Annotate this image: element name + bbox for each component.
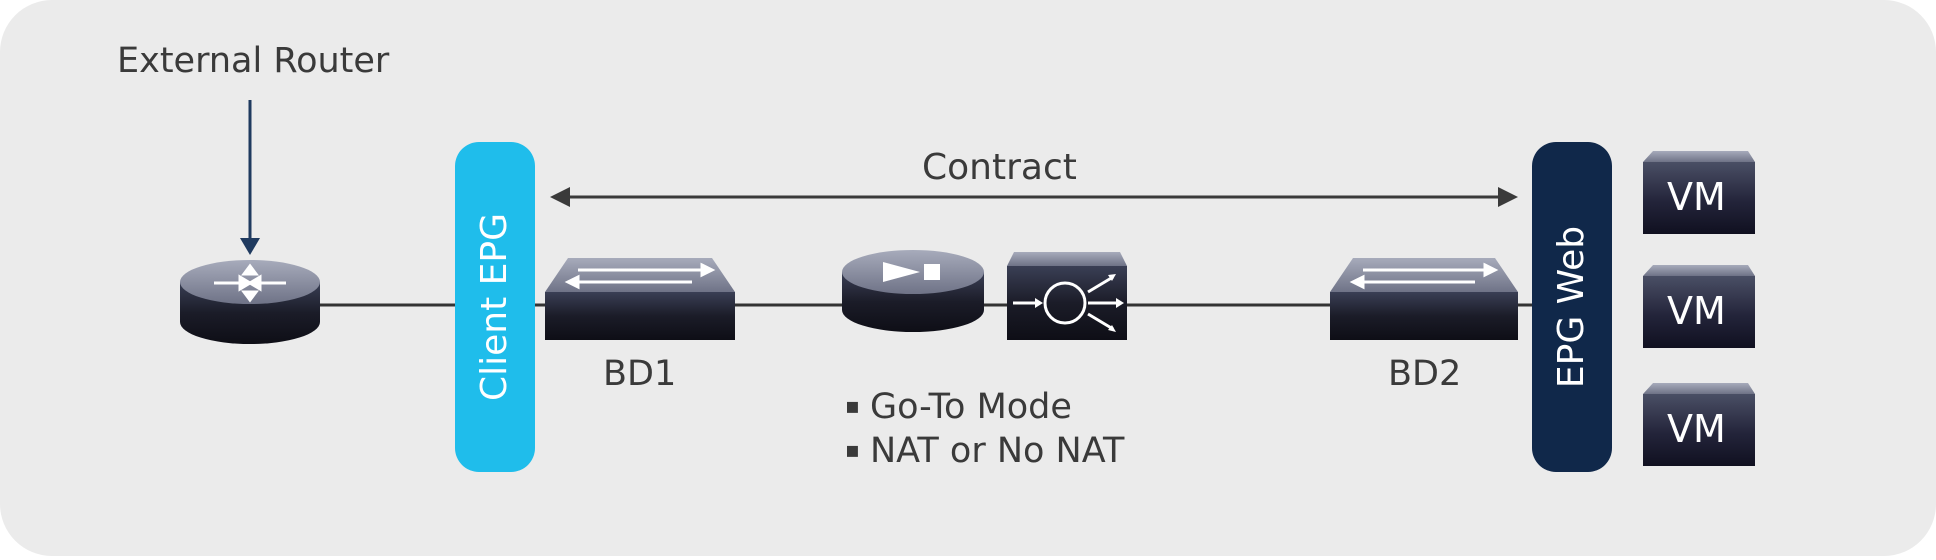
bullet-icon: ▪ bbox=[845, 394, 860, 419]
epg-web-bar bbox=[1532, 142, 1612, 472]
bullet-icon: ▪ bbox=[845, 438, 860, 463]
vm-label-3: VM bbox=[1667, 407, 1726, 451]
load-balancer-icon bbox=[1007, 252, 1127, 340]
contract-arrowhead-left bbox=[550, 187, 570, 207]
note-nat: NAT or No NAT bbox=[870, 431, 1125, 471]
contract-arrowhead-right bbox=[1498, 187, 1518, 207]
virtual-machine-icon-3 bbox=[1643, 383, 1755, 466]
external-router-label: External Router bbox=[117, 41, 390, 81]
note-item: ▪ Go-To Mode bbox=[845, 390, 1072, 425]
virtual-machine-icon-1 bbox=[1643, 151, 1755, 234]
firewall-icon bbox=[842, 250, 984, 332]
note-go-to-mode: Go-To Mode bbox=[870, 387, 1072, 427]
external-router-arrowhead bbox=[240, 238, 260, 255]
client-epg-bar bbox=[455, 142, 535, 472]
switch-icon-bd2 bbox=[1330, 258, 1518, 340]
client-epg-label: Client EPG bbox=[474, 213, 515, 402]
switch-icon-bd1 bbox=[545, 258, 735, 340]
router-icon bbox=[180, 260, 320, 344]
vm-label-1: VM bbox=[1667, 175, 1726, 219]
vm-label-2: VM bbox=[1667, 289, 1726, 333]
bd1-label: BD1 bbox=[603, 354, 677, 394]
bd2-label: BD2 bbox=[1388, 354, 1462, 394]
note-item: ▪ NAT or No NAT bbox=[845, 434, 1124, 469]
virtual-machine-icon-2 bbox=[1643, 265, 1755, 348]
contract-label: Contract bbox=[922, 147, 1077, 188]
epg-web-label: EPG Web bbox=[1551, 225, 1592, 389]
